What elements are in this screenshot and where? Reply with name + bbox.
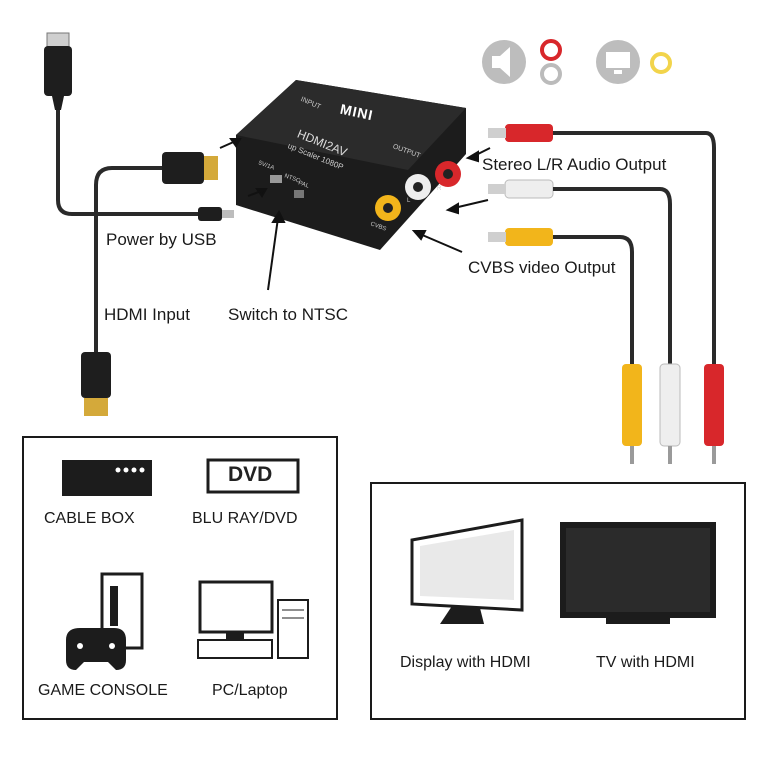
- device-l-port: L: [407, 198, 411, 204]
- tv-display-icon: [560, 522, 716, 624]
- stereo-output-label: Stereo L/R Audio Output: [482, 155, 667, 174]
- dvd-icon: [206, 458, 300, 494]
- hdmi-plug-bottom-icon: [81, 352, 111, 416]
- power-label: Power by USB: [106, 230, 217, 249]
- cable-box-icon: [62, 460, 152, 496]
- switch-label: Switch to NTSC: [228, 305, 348, 324]
- pc-label: PC/Laptop: [212, 682, 288, 699]
- pc-laptop-icon: [197, 580, 309, 659]
- dvd-icon-text: DVD: [228, 463, 273, 486]
- monitor-icon: [596, 40, 640, 84]
- speaker-icon: [482, 40, 526, 84]
- arrows: [219, 138, 491, 291]
- source-devices-box: [22, 436, 338, 720]
- cvbs-output-label: CVBS video Output: [468, 258, 616, 277]
- cable-box-label: CABLE BOX: [44, 510, 135, 527]
- monitor-display-icon: [410, 518, 524, 624]
- rca-audio-icon: [540, 39, 562, 85]
- display-devices-box: [370, 482, 746, 720]
- hdmi2av-converter: [236, 80, 466, 250]
- game-console-icon: [66, 572, 144, 670]
- device-r-port: R: [437, 186, 442, 192]
- usb-plug-icon: [44, 32, 72, 110]
- game-console-label: GAME CONSOLE: [38, 682, 168, 699]
- hdmi-input-label: HDMI Input: [104, 305, 190, 324]
- rca-video-icon: [650, 52, 672, 74]
- hdmi-plug-top-icon: [162, 152, 218, 184]
- tv-hdmi-label: TV with HDMI: [596, 654, 695, 671]
- display-hdmi-label: Display with HDMI: [400, 654, 531, 671]
- blu-ray-label: BLU RAY/DVD: [192, 510, 298, 527]
